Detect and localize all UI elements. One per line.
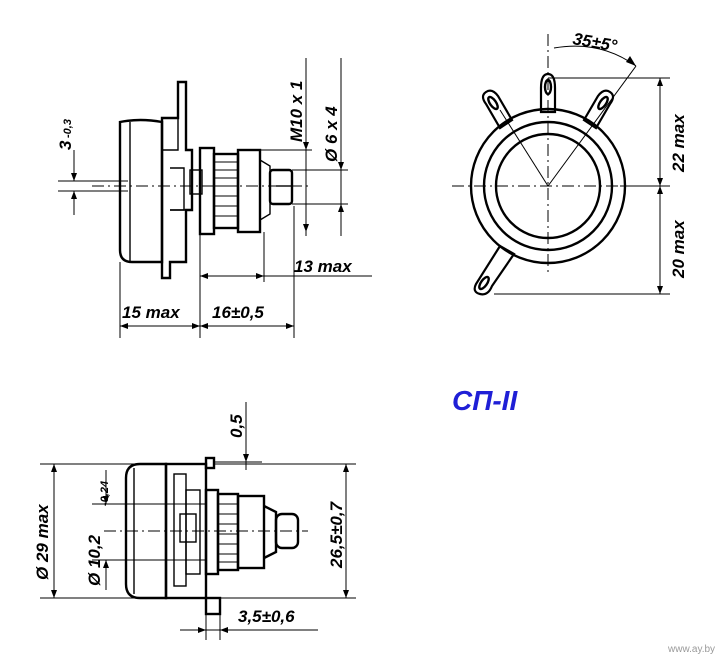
terminal-mount <box>473 244 516 296</box>
dim-top-offset: 3 <box>56 140 75 150</box>
dim-top-offset-tol: -0,3 <box>62 119 74 138</box>
side-bushing <box>236 148 262 234</box>
dim-gap: 0,5 <box>227 414 246 438</box>
dim-inner-tol: -0,24 <box>99 481 111 506</box>
bottom-nut <box>216 492 240 572</box>
side-nut <box>212 152 240 230</box>
front-view: 35±5° 22 max 20 max <box>452 29 688 296</box>
side-bracket <box>160 80 194 280</box>
dim-tab: 3,5±0,6 <box>238 607 295 626</box>
bottom-view: 0,5 Ø 29 max Ø 10,2 -0,24 26,5±0,7 3,5±0… <box>33 402 356 640</box>
dim-upper: 22 max <box>669 113 688 173</box>
dim-height: 26,5±0,7 <box>327 500 346 569</box>
shaft-label: Ø 6 x 4 <box>322 106 341 162</box>
side-view: 3 -0,3 M10 x 1 Ø 6 x 4 13 max 15 max 16±… <box>56 58 372 338</box>
dim-diameter: Ø 29 max <box>33 503 52 580</box>
thread-label: M10 x 1 <box>287 81 306 142</box>
bottom-bushing <box>236 494 266 570</box>
dim-bush-len: 16±0,5 <box>212 303 264 322</box>
dim-shaft-len: 13 max <box>294 257 353 276</box>
angle-label: 35±5° <box>571 29 618 55</box>
dim-lower: 20 max <box>669 219 688 279</box>
dim-inner: Ø 10,2 <box>85 534 104 586</box>
side-shaft <box>268 168 294 206</box>
side-body <box>118 118 164 264</box>
model-title: СП-II <box>452 385 518 416</box>
watermark: www.ay.by <box>667 644 715 655</box>
dim-body-len: 15 max <box>122 303 181 322</box>
